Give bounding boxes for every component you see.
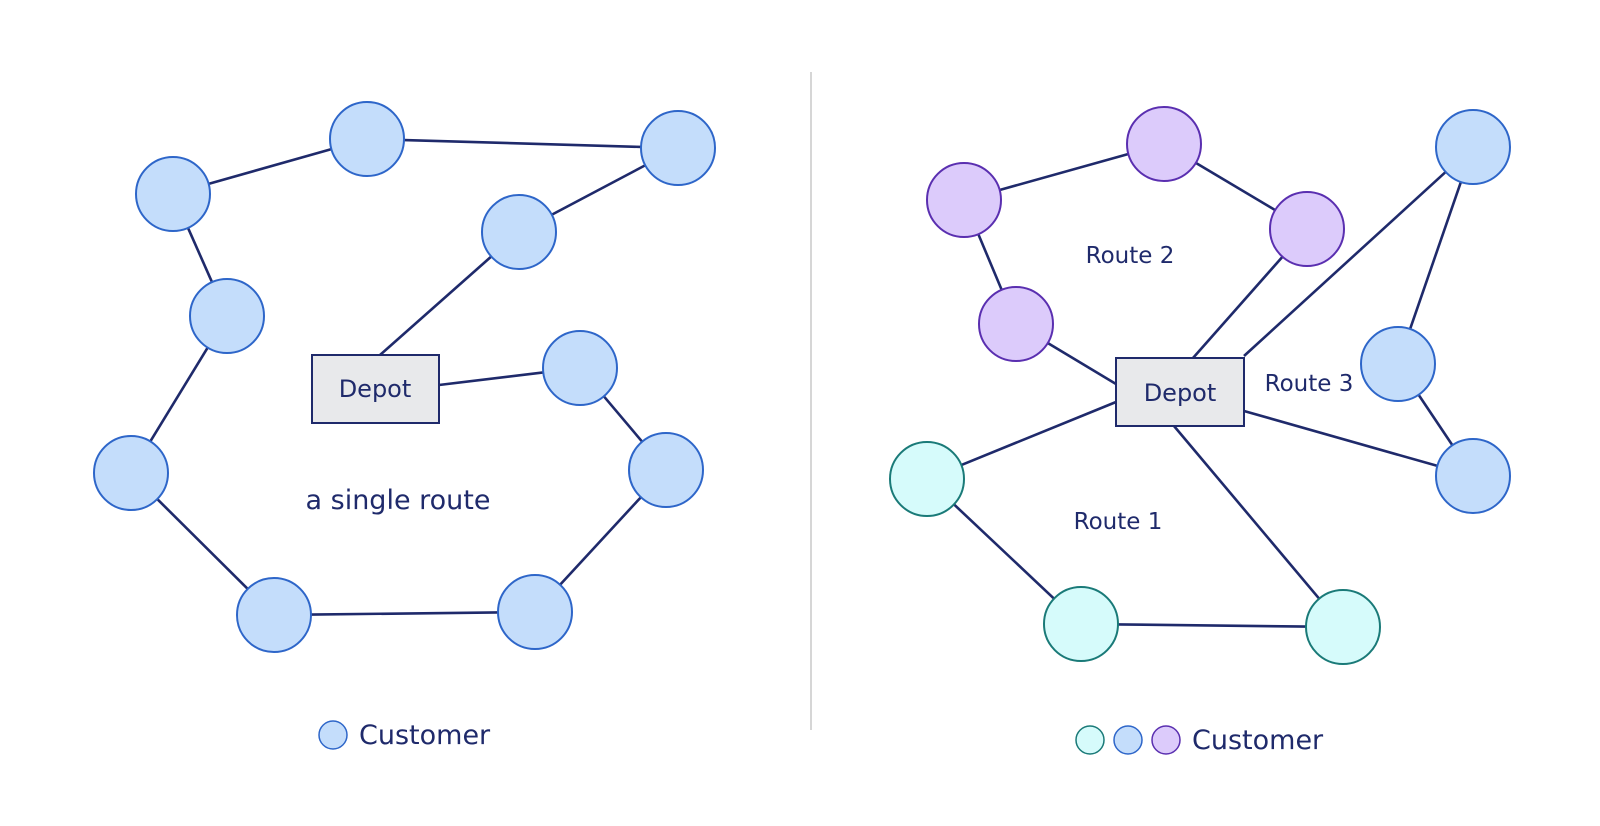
route-2-label: Route 2	[1086, 243, 1175, 269]
right-depot-box	[1115, 357, 1245, 427]
route-edge	[403, 138, 642, 149]
route-1-label: Route 1	[1074, 509, 1163, 535]
customer-node-blue	[640, 110, 716, 186]
customer-node-blue	[1360, 326, 1436, 402]
customer-node-teal	[1305, 589, 1381, 665]
left-depot-box	[311, 354, 440, 424]
customer-node-blue	[1435, 438, 1511, 514]
route-3-label: Route 3	[1265, 371, 1354, 397]
route-edge	[310, 611, 499, 616]
customer-node-purple	[926, 162, 1002, 238]
route-edge	[977, 233, 1003, 291]
right-depot-label: Depot	[1144, 379, 1217, 407]
route-edge	[186, 227, 214, 283]
route-edge	[602, 395, 644, 443]
route-edge	[156, 498, 249, 590]
route-edge	[559, 496, 642, 586]
route-edge	[1195, 161, 1276, 212]
single-route-label: a single route	[306, 485, 491, 516]
customer-node-blue	[1435, 109, 1511, 185]
route-edge	[960, 400, 1117, 467]
left-legend-label: Customer	[359, 720, 491, 751]
legend-blue-dot	[1113, 725, 1143, 755]
route-edge	[1243, 170, 1447, 357]
route-edge	[149, 346, 209, 443]
customer-node-purple	[1269, 191, 1345, 267]
customer-node-blue	[542, 330, 618, 406]
left-depot-label: Depot	[339, 375, 412, 403]
right-legend-label: Customer	[1192, 725, 1324, 756]
customer-node-blue	[135, 156, 211, 232]
left-depot: Depot	[311, 354, 440, 424]
route-edge	[379, 255, 493, 356]
left-legend: Customer	[318, 720, 491, 751]
route-edge	[1117, 623, 1307, 628]
route-edge	[1047, 341, 1117, 386]
customer-node-purple	[978, 286, 1054, 362]
route-edge	[1417, 394, 1454, 446]
route-edge	[999, 152, 1129, 192]
customer-node-blue	[497, 574, 573, 650]
customer-node-teal	[889, 441, 965, 517]
customer-node-blue	[329, 101, 405, 177]
customer-node-blue	[93, 435, 169, 511]
route-edge	[438, 371, 544, 387]
route-edge	[1173, 425, 1321, 600]
route-edge	[208, 147, 332, 186]
route-edge	[1192, 255, 1284, 359]
edges	[149, 138, 1463, 628]
legend-blue-dot	[318, 720, 348, 750]
customer-node-blue	[189, 278, 265, 354]
legend-teal-dot	[1075, 725, 1105, 755]
customer-node-blue	[481, 194, 557, 270]
route-edge	[953, 503, 1055, 600]
route-edge	[1243, 409, 1438, 468]
right-depot: Depot	[1115, 357, 1245, 427]
customer-nodes	[93, 101, 1511, 665]
route-edge	[1408, 181, 1463, 330]
customer-node-teal	[1043, 586, 1119, 662]
customer-node-purple	[1126, 106, 1202, 182]
customer-node-blue	[236, 577, 312, 653]
route-edge	[551, 164, 646, 216]
legend-purple-dot	[1151, 725, 1181, 755]
customer-node-blue	[628, 432, 704, 508]
right-legend: Customer	[1075, 725, 1324, 756]
